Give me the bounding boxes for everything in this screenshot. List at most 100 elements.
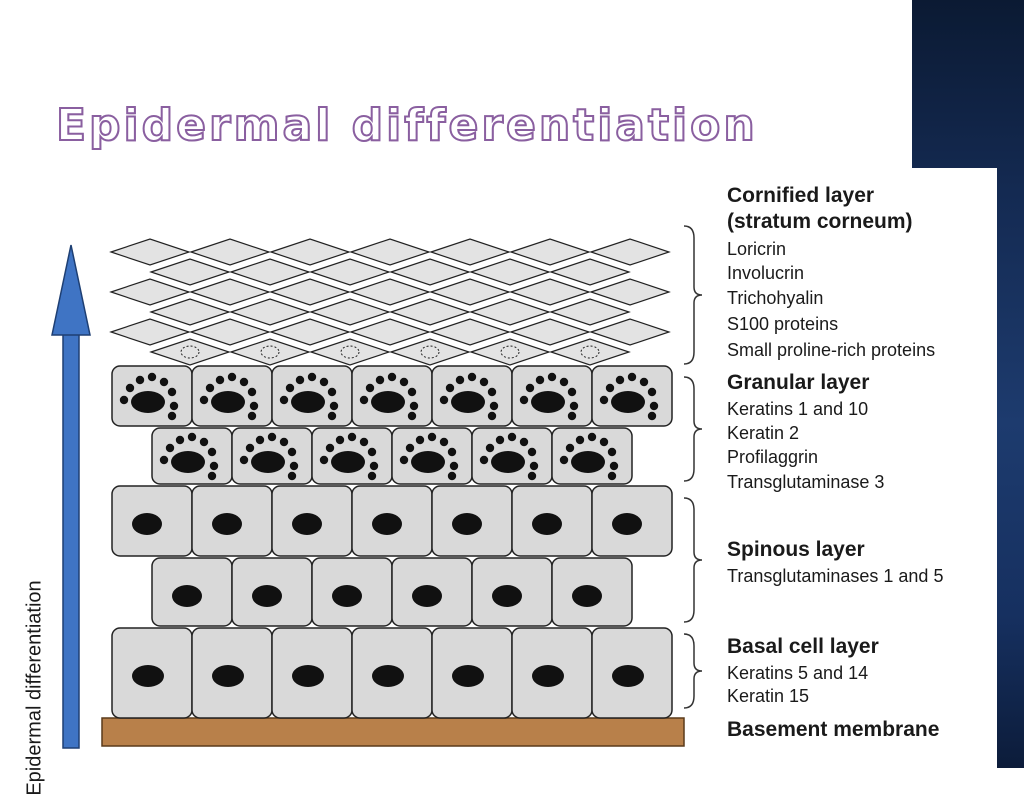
nucleus <box>492 585 522 607</box>
nucleus <box>211 391 245 413</box>
granule <box>455 375 465 385</box>
nucleus <box>212 513 242 535</box>
granule <box>567 387 577 397</box>
granule <box>215 375 225 385</box>
cornified-cell <box>309 258 391 286</box>
cornified-cell <box>549 258 631 286</box>
granule <box>249 401 259 411</box>
cornified-cell <box>109 278 191 306</box>
granule <box>325 443 335 453</box>
granule <box>567 411 577 421</box>
basement-membrane-band <box>101 717 685 747</box>
nucleus <box>412 585 442 607</box>
cornified-cell <box>229 298 311 326</box>
granule <box>487 411 497 421</box>
granule <box>135 375 145 385</box>
granule <box>287 447 297 457</box>
granule <box>609 461 619 471</box>
cornified-item-s100: S100 proteins <box>727 314 839 334</box>
granule <box>487 387 497 397</box>
nucleus <box>612 513 642 535</box>
granule <box>167 411 177 421</box>
cornified-cell <box>549 298 631 326</box>
nucleus <box>372 513 402 535</box>
nucleus <box>371 391 405 413</box>
granule <box>279 395 289 405</box>
cornified-cell <box>149 338 231 366</box>
granule <box>599 395 609 405</box>
cornified-item-trichohyalin: Trichohyalin <box>727 288 824 308</box>
granule <box>607 471 617 481</box>
granule <box>307 372 317 382</box>
cornified-cell <box>109 318 191 346</box>
granule <box>205 383 215 393</box>
cornified-cell <box>509 238 591 266</box>
granule <box>647 411 657 421</box>
granule <box>285 383 295 393</box>
cornified-cell <box>429 318 511 346</box>
granule <box>639 377 649 387</box>
cornified-cell <box>589 278 671 306</box>
spinous-cell-rows <box>111 485 673 627</box>
granule <box>239 377 249 387</box>
granular-item-profilaggrin: Profilaggrin <box>727 447 819 467</box>
granule <box>649 401 659 411</box>
granule <box>485 443 495 453</box>
granule <box>407 387 417 397</box>
nucleus <box>171 451 205 473</box>
cornified-cell <box>349 318 431 346</box>
nucleus <box>531 391 565 413</box>
cornified-cell <box>429 278 511 306</box>
granule <box>295 375 305 385</box>
granule <box>569 401 579 411</box>
cornified-cell <box>389 338 471 366</box>
granule <box>439 437 449 447</box>
cornified-cell <box>349 278 431 306</box>
granule <box>367 447 377 457</box>
granule <box>405 443 415 453</box>
layer-brace <box>683 225 703 365</box>
cornified-item-loricrin: Loricrin <box>727 239 787 259</box>
cornified-cell <box>469 338 551 366</box>
granule <box>267 432 277 442</box>
granule <box>369 461 379 471</box>
nucleus <box>331 451 365 473</box>
cornified-cell <box>149 298 231 326</box>
nucleus <box>452 513 482 535</box>
nucleus <box>292 513 322 535</box>
nucleus <box>451 391 485 413</box>
layer-brace <box>683 633 703 709</box>
cornified-cell <box>509 278 591 306</box>
cornified-item-involucrin: Involucrin <box>727 263 805 283</box>
granule <box>207 471 217 481</box>
layer-brace <box>683 376 703 482</box>
granule <box>227 372 237 382</box>
granular-layer-title: Granular layer <box>727 371 870 394</box>
granule <box>247 411 257 421</box>
granule <box>587 432 597 442</box>
granule <box>547 372 557 382</box>
spinous-layer-title: Spinous layer <box>727 538 865 561</box>
granule <box>359 395 369 405</box>
granule <box>527 471 537 481</box>
residual-nucleus <box>500 345 520 359</box>
basement-membrane-label: Basement membrane <box>727 718 940 741</box>
cornified-item-sprr: Small proline-rich proteins <box>727 340 936 360</box>
granule <box>289 461 299 471</box>
layer-braces <box>683 225 703 709</box>
cornified-cell <box>229 258 311 286</box>
residual-nucleus <box>260 345 280 359</box>
nucleus <box>572 585 602 607</box>
nucleus <box>131 391 165 413</box>
cornified-cell <box>469 258 551 286</box>
nucleus <box>532 513 562 535</box>
granule <box>247 387 257 397</box>
cornified-cell <box>469 298 551 326</box>
cornified-cell <box>309 298 391 326</box>
cornified-cell <box>549 338 631 366</box>
nucleus <box>292 665 324 687</box>
nucleus <box>251 451 285 473</box>
granule <box>479 377 489 387</box>
basal-item-keratin-15: Keratin 15 <box>727 686 810 706</box>
granule <box>627 372 637 382</box>
